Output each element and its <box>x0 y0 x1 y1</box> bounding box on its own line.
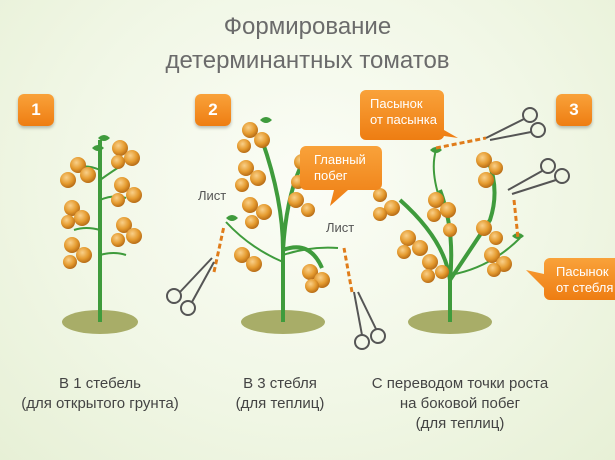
callout-main-shoot-line2: побег <box>314 168 348 183</box>
callout-main-shoot: Главный побег <box>314 152 366 184</box>
badge-1: 1 <box>18 94 54 126</box>
caption-2-line2: (для теплиц) <box>235 395 325 412</box>
callout-main-shoot-line1: Главный <box>314 152 366 167</box>
callout-stepson-of-stem: Пасынок от стебля <box>556 264 613 296</box>
cut-line-leaf-left <box>212 225 226 273</box>
callout-main-shoot-bubble <box>300 146 382 206</box>
leaf-label-left: Лист <box>198 188 227 203</box>
callout-stepson-of-stepson-line1: Пасынок <box>370 96 423 111</box>
cut-line-leaf-right <box>342 247 354 293</box>
scissors-icon-4 <box>507 158 570 195</box>
plant-2 <box>212 117 354 322</box>
title-line-1: Формирование <box>223 13 392 40</box>
plant-3 <box>373 136 524 322</box>
caption-2: В 3 стебля (для теплиц) <box>210 374 350 414</box>
cut-line-top <box>435 136 487 150</box>
caption-3: С переводом точки роста на боковой побег… <box>350 374 570 434</box>
scissors-icon-1 <box>166 257 215 316</box>
caption-3-line3: (для теплиц) <box>415 415 505 432</box>
title-line-2: детерминантных томатов <box>165 47 450 74</box>
caption-1: В 1 стебель (для открытого грунта) <box>0 374 200 414</box>
callout-stepson-of-stepson-bubble <box>360 90 458 141</box>
scissors-icon-2 <box>353 291 386 350</box>
badge-3: 3 <box>556 94 592 126</box>
caption-1-line2: (для открытого грунта) <box>21 395 179 412</box>
callout-stepson-of-stepson: Пасынок от пасынка <box>370 96 437 128</box>
scissors-icon-3 <box>485 107 546 141</box>
callout-stepson-of-stem-line2: от стебля <box>556 280 614 295</box>
caption-2-line1: В 3 стебля <box>243 375 317 392</box>
caption-3-line2: на боковой побег <box>399 395 521 412</box>
cut-line-side <box>512 199 520 239</box>
callout-stepson-of-stem-line1: Пасынок <box>556 264 609 279</box>
caption-1-line1: В 1 стебель <box>59 375 141 392</box>
callout-stepson-of-stem-bubble <box>526 258 615 300</box>
caption-3-line1: С переводом точки роста <box>371 375 549 392</box>
leaf-label-right: Лист <box>326 220 355 235</box>
plant-1 <box>60 135 142 322</box>
callout-stepson-of-stepson-line2: от пасынка <box>370 112 438 127</box>
badge-2: 2 <box>195 94 231 126</box>
